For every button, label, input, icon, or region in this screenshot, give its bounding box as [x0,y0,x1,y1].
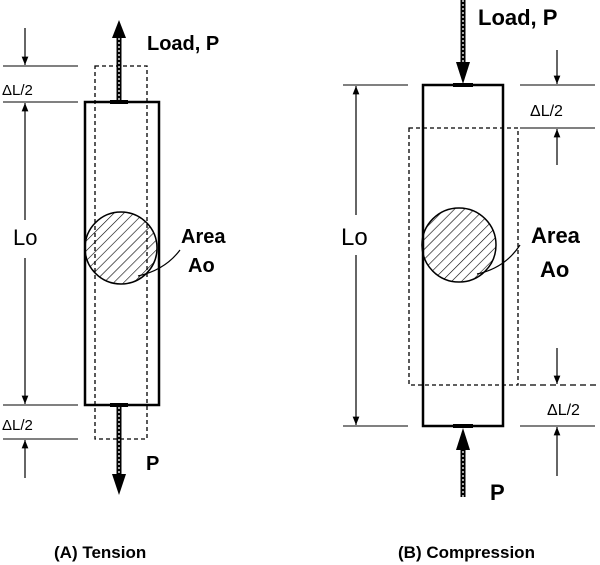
tension-dl-top-label: ΔL/2 [2,82,33,99]
compression-bottom-load-arrow [456,428,470,497]
compression-area-circle [421,207,497,283]
tension-area-leader [137,249,181,277]
compression-lo-label: Lo [341,224,368,251]
compression-area-label: Area [531,223,581,248]
tension-lo-label: Lo [13,225,37,250]
tension-bottom-load-arrow [112,407,126,495]
compression-specimen: Load, P ΔL/2 Lo Area Ao ΔL/2 P (B) Compr… [341,0,598,562]
compression-dl-top-label: ΔL/2 [530,103,563,120]
tension-top-load-arrow [112,20,126,100]
compression-top-load-arrow [456,0,470,84]
tension-area-label: Area [181,226,226,248]
tension-area-circle [84,211,158,285]
compression-dl-bottom-label: ΔL/2 [547,402,580,419]
tension-load-label: Load, P [147,33,219,55]
compression-p-label: P [490,480,505,505]
tension-ao-label: Ao [188,255,215,277]
tension-p-label: P [146,453,159,475]
compression-ao-label: Ao [540,257,569,282]
tension-caption: (A) Tension [54,543,146,562]
compression-area-leader [476,244,521,275]
tension-specimen: Load, P ΔL/2 Lo Area Ao ΔL/2 P (A) Tensi… [2,20,226,562]
compression-deformed-outline [408,127,519,386]
compression-caption: (B) Compression [398,543,535,562]
compression-load-label: Load, P [478,5,557,30]
tension-dl-bottom-label: ΔL/2 [2,417,33,434]
